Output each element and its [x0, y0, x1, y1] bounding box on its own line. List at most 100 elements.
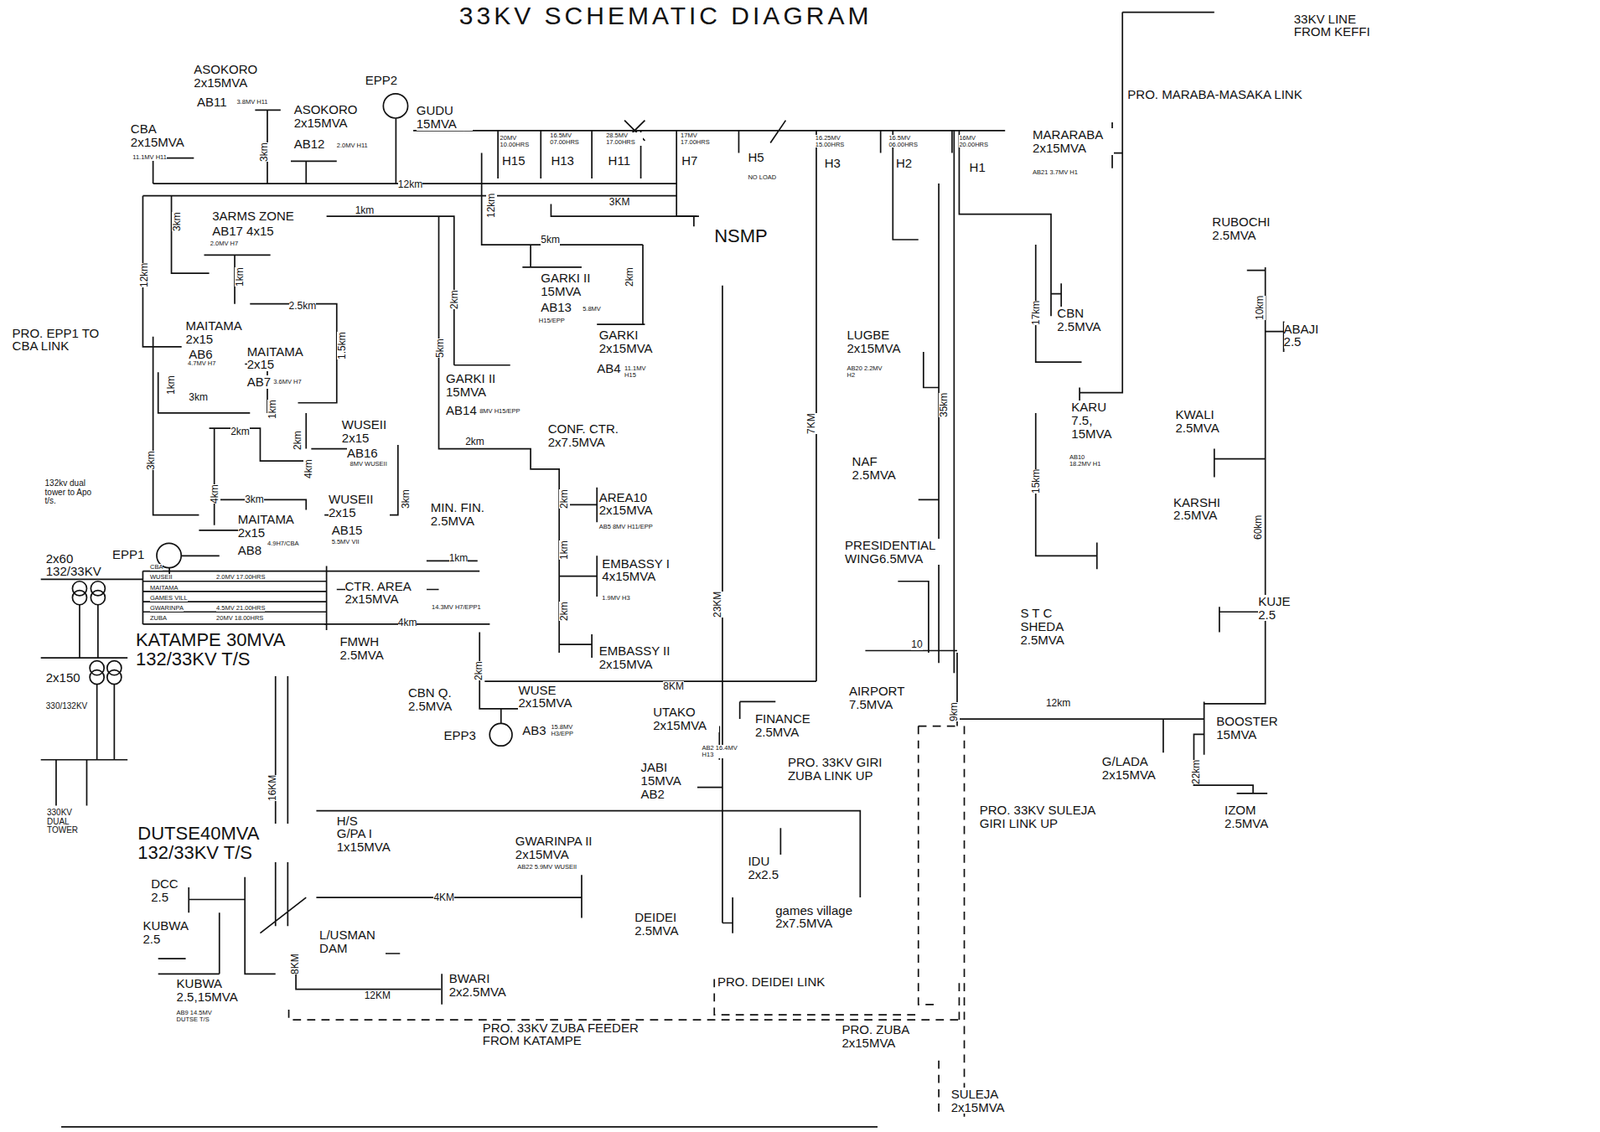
- wire-line: [142, 158, 677, 516]
- substation-label: H13: [550, 154, 575, 168]
- load-note: 16.5MV 06.00HRS: [888, 134, 926, 149]
- substation-label: KUBWA 2.5: [142, 919, 194, 947]
- distance-label: 3km: [145, 450, 157, 471]
- substation-label: AIRPORT 7.5MVA: [849, 684, 921, 712]
- substation-label: MAITAMA 2x15: [186, 319, 253, 347]
- distance-label: 35km: [938, 392, 950, 417]
- substation-label: KUJE 2.5: [1258, 595, 1300, 622]
- load-note: WUSEII: [150, 574, 173, 581]
- substation-label: MAITAMA 2x15: [247, 345, 314, 373]
- distance-label: 3km: [188, 392, 208, 404]
- substation-label: EMBASSY II 2x15MVA: [599, 644, 686, 672]
- transformer-symbol: [107, 670, 122, 685]
- distance-label: 5km: [540, 234, 560, 246]
- distance-label: 2km: [292, 430, 304, 451]
- load-note: AB21 3.7MV H1: [1032, 169, 1078, 177]
- distance-label: 23KM: [712, 591, 724, 618]
- substation-label: WUSEII 2x15: [341, 418, 404, 446]
- substation-label: 2x150: [46, 671, 81, 685]
- wire-line: [695, 285, 781, 934]
- substation-label: WUSEII 2x15: [328, 492, 390, 520]
- load-note: 4.7MV H7: [187, 360, 216, 368]
- distance-label: 4km: [398, 617, 418, 629]
- load-note: ZUBA: [150, 615, 167, 622]
- distance-label: 2km: [559, 602, 570, 622]
- distance-label: 4KM: [433, 892, 455, 904]
- substation-label: AB11: [196, 95, 228, 109]
- station-label: DUTSE40MVA 132/33KV T/S: [137, 823, 301, 863]
- load-note: 15.8MV H3/EPP: [550, 724, 578, 738]
- substation-label: AB15: [331, 523, 363, 538]
- load-note: 2.0MV 17.00HRS: [216, 574, 265, 581]
- substation-label: GARKI II 15MVA: [445, 372, 518, 399]
- substation-label: AB4: [596, 362, 621, 376]
- distance-label: 1km: [449, 553, 469, 565]
- substation-label: UTAKO 2x15MVA: [652, 705, 720, 733]
- wire-line: [61, 1126, 878, 1129]
- substation-label: CTR. AREA 2x15MVA: [345, 579, 427, 607]
- note-label: 330KV DUAL TOWER: [46, 808, 83, 836]
- substation-label: S T C SHEDA 2.5MVA: [1020, 606, 1082, 647]
- distance-label: 16KM: [267, 775, 279, 802]
- distance-label: 12km: [486, 193, 498, 218]
- load-note: GAMES VILL: [150, 595, 188, 602]
- distance-label: 4km: [303, 459, 315, 479]
- load-note: 16.5MV 07.00HRS: [549, 132, 587, 146]
- load-note: MAITAMA: [150, 585, 179, 592]
- load-note: 1.9MV H3: [601, 595, 630, 602]
- distance-label: 1.5km: [336, 331, 348, 360]
- substation-label: NAF 2.5MVA: [852, 455, 909, 482]
- substation-label: SULEJA 2x15MVA: [951, 1087, 1023, 1115]
- load-note: 5.5MV VII: [331, 538, 360, 546]
- substation-label: KUBWA 2.5,15MVA: [176, 977, 254, 1005]
- distance-label: 8KM: [289, 954, 301, 976]
- substation-label: H/S G/PA I 1x15MVA: [336, 814, 389, 855]
- load-note: AB10 18.2MV H1: [1069, 454, 1109, 468]
- substation-label: AB17 4x15: [212, 224, 274, 239]
- distance-label: 3km: [258, 143, 270, 163]
- plant-label: EPP2: [365, 73, 398, 88]
- load-note: 2.0MV H7: [210, 240, 239, 248]
- substation-label: FINANCE 2.5MVA: [755, 712, 827, 740]
- plant-label: EPP1: [112, 548, 145, 562]
- distance-label: 2.5km: [289, 300, 317, 312]
- substation-label: CBN 2.5MVA: [1056, 306, 1114, 334]
- substation-label: ASOKORO 2x15MVA: [193, 62, 275, 90]
- distance-label: 9km: [948, 702, 960, 722]
- distance-label: 3KM: [609, 196, 631, 208]
- load-note: 16MV 20.00HRS: [958, 134, 996, 149]
- load-note: 20MV 10.00HRS: [500, 134, 538, 149]
- note-label: 132kv dual tower to Apo t/s.: [45, 479, 102, 507]
- substation-label: H7: [681, 154, 698, 168]
- substation-label: AB8: [238, 543, 262, 558]
- wire-line: [289, 726, 965, 1118]
- substation-label: 33KV LINE FROM KEFFI: [1294, 12, 1387, 40]
- load-note: 8MV H15/EPP: [479, 408, 520, 415]
- substation-label: CBN Q. 2.5MVA: [408, 686, 470, 714]
- distance-label: 3km: [244, 494, 265, 506]
- note-label: 330/132KV: [46, 702, 89, 712]
- distance-label: 17km: [1030, 300, 1042, 326]
- plant-circle-outline: [489, 723, 513, 746]
- distance-label: 10km: [1254, 295, 1266, 321]
- load-note: 11.1MV H15: [624, 365, 652, 379]
- distance-label: 8KM: [662, 681, 684, 693]
- distance-label: 2km: [230, 426, 250, 438]
- substation-label: WUSE 2x15MVA: [517, 683, 580, 711]
- substation-label: AB14: [445, 403, 477, 418]
- substation-label: AREA10 2x15MVA: [599, 491, 671, 518]
- distance-label: 2km: [559, 490, 570, 510]
- distance-label: 7KM: [806, 413, 818, 435]
- distance-label: 12km: [1045, 698, 1071, 710]
- substation-label: GARKI 2x15MVA: [599, 328, 671, 356]
- substation-label: RUBOCHI 2.5MVA: [1211, 215, 1284, 243]
- distance-label: 1km: [165, 375, 177, 395]
- substation-label: PRO. ZUBA 2x15MVA: [841, 1023, 918, 1051]
- substation-label: CBA 2x15MVA: [130, 122, 202, 150]
- substation-label: DCC 2.5: [150, 877, 187, 905]
- distance-label: 1km: [234, 267, 246, 287]
- substation-label: H1: [969, 160, 986, 175]
- substation-label: GWARINPA II 2x15MVA: [515, 834, 608, 862]
- distance-label: 22km: [1190, 760, 1202, 785]
